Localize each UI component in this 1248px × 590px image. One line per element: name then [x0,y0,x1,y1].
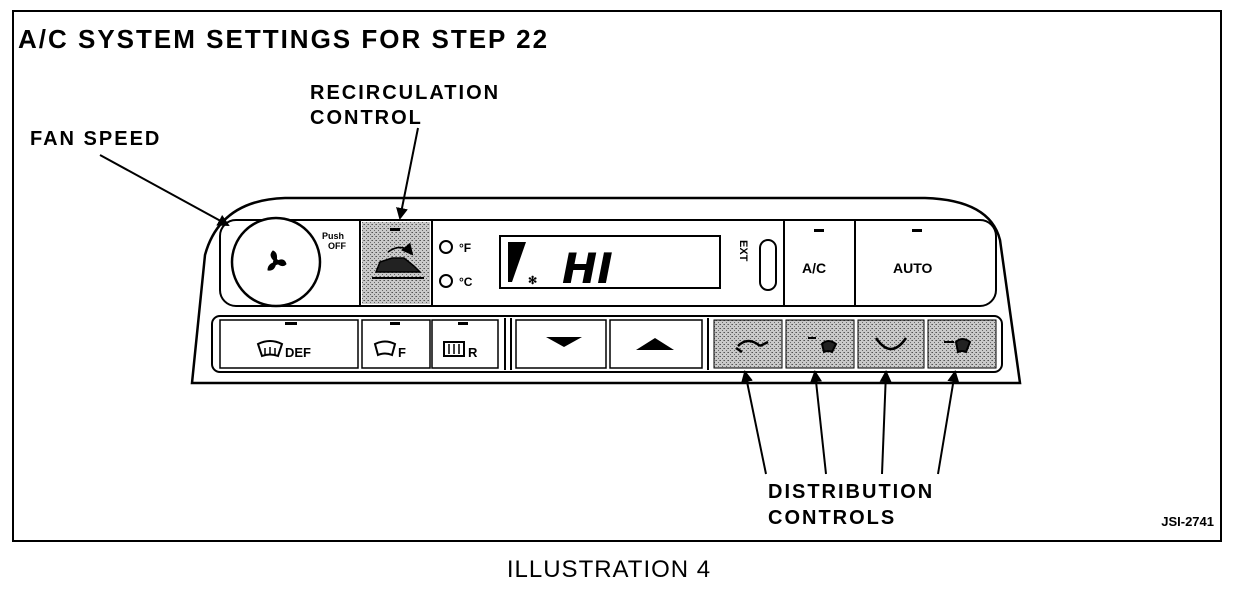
fan-speed-knob[interactable] [230,216,322,308]
knob-off-text: OFF [328,241,346,251]
unit-c-label: °C [459,275,473,289]
bilevel-mode-icon [808,337,838,354]
recirculation-car-icon [372,242,424,279]
auto-button[interactable]: AUTO [893,229,933,276]
recirculation-arrow [396,127,419,220]
distribution-callout-line2: CONTROLS [768,507,897,529]
distribution-arrow-2 [810,370,827,475]
fan-icon [267,250,287,271]
distribution-arrow-1 [741,370,767,475]
ac-button-label: A/C [802,260,826,276]
front-defrost-button[interactable]: F [373,322,406,360]
rear-defrost-icon [443,341,465,357]
bilevel-mode-button[interactable] [785,319,855,369]
fan-level-bar [508,242,526,282]
reference-code: JSI-2741 [1161,514,1214,529]
floor-defrost-mode-icon [944,338,972,354]
fahrenheit-indicator: °F [439,240,471,255]
distribution-arrow-4 [937,370,960,475]
def-button-label: DEF [285,345,311,360]
recirculation-callout-line2: CONTROL [310,107,423,129]
temperature-display: ✻ HI [499,235,721,293]
ac-button[interactable]: A/C [802,229,826,276]
recirculation-callout-line1: RECIRCULATION [310,82,501,104]
display-fan-icon: ✻ [528,275,537,287]
down-arrow-icon [546,337,582,347]
fan-speed-arrow [99,154,230,226]
ext-button[interactable]: EXT [737,239,777,291]
front-button-label: F [398,345,406,360]
floor-mode-icon [874,337,908,351]
temperature-up-button[interactable] [636,338,674,350]
floor-defrost-mode-button[interactable] [927,319,997,369]
distribution-callout-line1: DISTRIBUTION [768,481,935,503]
unit-f-label: °F [459,241,471,255]
figure-title: A/C SYSTEM SETTINGS FOR STEP 22 [18,24,550,54]
distribution-arrow-3 [879,370,892,475]
windshield-defrost-icon [256,340,284,358]
auto-button-label: AUTO [893,260,933,276]
fan-speed-callout: FAN SPEED [30,128,162,150]
floor-mode-button[interactable] [857,319,925,369]
defrost-button[interactable]: DEF [256,322,311,360]
rear-button-label: R [468,345,478,360]
temperature-down-button[interactable] [546,337,582,347]
figure-caption: ILLUSTRATION 4 [506,556,712,583]
ext-label: EXT [737,240,749,262]
vent-mode-icon [735,339,769,354]
knob-push-text: Push [322,231,344,241]
figure-frame [12,10,1222,542]
vent-mode-button[interactable] [713,319,783,369]
display-value: HI [562,244,613,293]
celsius-indicator: °C [439,274,473,289]
front-defrost-icon [373,340,397,357]
recirculation-button[interactable] [362,222,430,304]
up-arrow-icon [636,338,674,350]
rear-defrost-button[interactable]: R [443,322,478,360]
